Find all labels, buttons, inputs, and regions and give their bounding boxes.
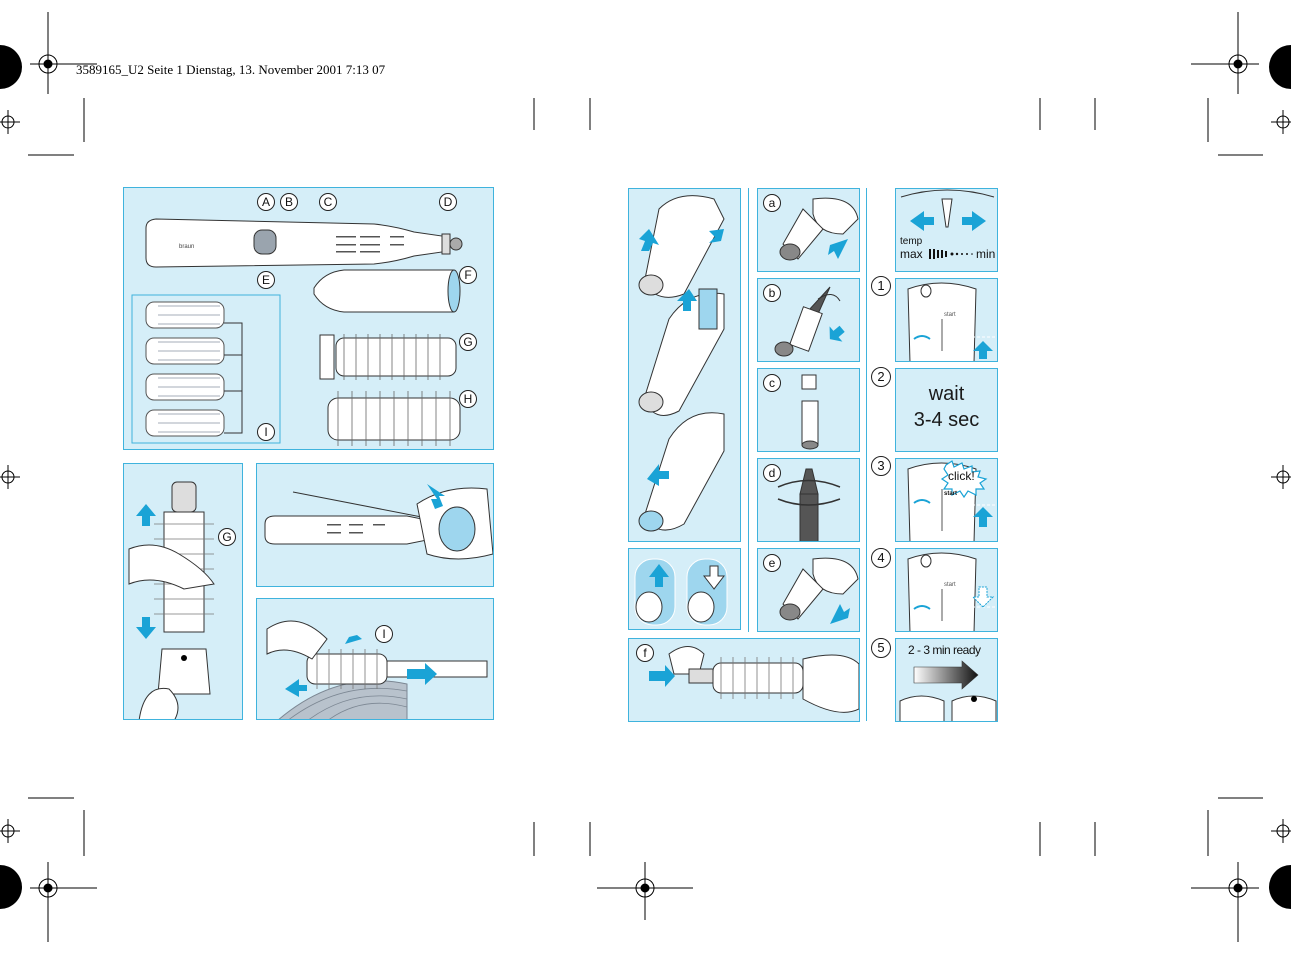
label-g: G — [459, 333, 477, 351]
svg-text:braun: braun — [179, 244, 194, 250]
operation-step-4: start — [895, 548, 998, 632]
cleaning-step-e: e — [757, 548, 860, 632]
label-h: H — [459, 390, 477, 408]
operation-step-1: start — [895, 278, 998, 362]
label-i: I — [257, 423, 275, 441]
overview-panel: braun — [123, 187, 494, 450]
release-illustration — [264, 484, 493, 560]
registration-mark-bc — [597, 862, 693, 920]
attach-brush-panel: G — [123, 463, 243, 720]
step-label-f: f — [636, 644, 654, 662]
print-header: 3589165_U2 Seite 1 Dienstag, 13. Novembe… — [76, 62, 386, 77]
step-label-a: a — [763, 194, 781, 212]
cleaning-step-c: c — [757, 368, 860, 452]
assembly-panel — [628, 188, 741, 542]
rollers-illustration — [634, 558, 728, 626]
assembly-illustration — [638, 195, 725, 532]
operation-step-3: click! start — [895, 458, 998, 542]
start-label-1: start — [944, 312, 956, 318]
step-label-b: b — [763, 284, 781, 302]
comb-panel: I — [256, 598, 494, 720]
registration-mark-tr — [1191, 12, 1259, 94]
wait-duration: 3-4 sec — [913, 409, 980, 431]
column-divider — [748, 188, 749, 632]
overview-illustration: braun — [131, 218, 463, 446]
start-label-3: start — [944, 491, 958, 497]
step-number-4: 4 — [871, 548, 891, 568]
label-f: F — [459, 266, 477, 284]
label-d: D — [439, 193, 457, 211]
operation-step-5: 2 - 3 min ready — [895, 638, 998, 722]
cleaning-step-d: d — [757, 458, 860, 542]
attach-illustration — [128, 481, 215, 719]
min-label: min — [976, 247, 996, 261]
ready-label: 2 - 3 min ready — [908, 643, 981, 657]
cleaning-step-f: f — [628, 638, 860, 722]
label-b: B — [280, 193, 298, 211]
click-label: click! — [948, 469, 975, 483]
label-c: C — [319, 193, 337, 211]
registration-mark-bl — [30, 862, 97, 942]
cleaning-step-a: a — [757, 188, 860, 272]
max-label: max — [900, 247, 923, 261]
rollers-panel — [628, 548, 741, 630]
step-label-c: c — [763, 374, 781, 392]
step-label-e: e — [763, 554, 781, 572]
cleaning-step-b: b — [757, 278, 860, 362]
start-label-4: start — [944, 582, 956, 588]
comb-label-i: I — [375, 625, 393, 643]
step-number-3: 3 — [871, 456, 891, 476]
operation-step-2: wait 3-4 sec — [895, 368, 998, 452]
column-divider-right — [866, 188, 867, 721]
label-a: A — [257, 193, 275, 211]
label-e: E — [257, 271, 275, 289]
step-label-d: d — [763, 464, 781, 482]
wait-text: wait — [928, 383, 965, 405]
comb-illustration — [266, 620, 488, 719]
step-number-1: 1 — [871, 276, 891, 296]
temperature-panel: temp max min — [895, 188, 998, 272]
registration-mark-tl — [30, 12, 97, 94]
temp-illustration — [900, 189, 995, 259]
attach-label-g: G — [218, 528, 236, 546]
step-number-5: 5 — [871, 638, 891, 658]
registration-mark-br — [1191, 862, 1259, 942]
step-number-2: 2 — [871, 367, 891, 387]
temp-label: temp — [900, 236, 923, 247]
release-panel — [256, 463, 494, 587]
